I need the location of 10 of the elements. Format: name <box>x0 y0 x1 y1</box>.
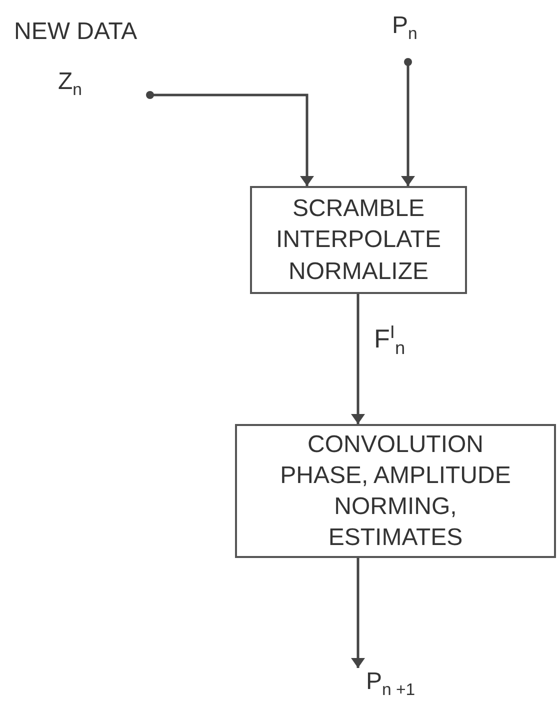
arrow <box>401 58 415 186</box>
arrow <box>146 91 314 186</box>
signal-label: Z$_{n}$ <box>58 68 82 100</box>
process-box: CONVOLUTION PHASE, AMPLITUDE NORMING, ESTIMATES <box>235 424 556 558</box>
arrow <box>351 558 365 668</box>
signal-label: P$_{n}$ <box>392 12 418 44</box>
process-box: SCRAMBLE INTERPOLATE NORMALIZE <box>250 186 467 294</box>
signal-label: NEW DATA <box>14 18 138 46</box>
signal-label: P$_{n +1}$ <box>366 668 416 700</box>
arrow <box>351 294 365 424</box>
